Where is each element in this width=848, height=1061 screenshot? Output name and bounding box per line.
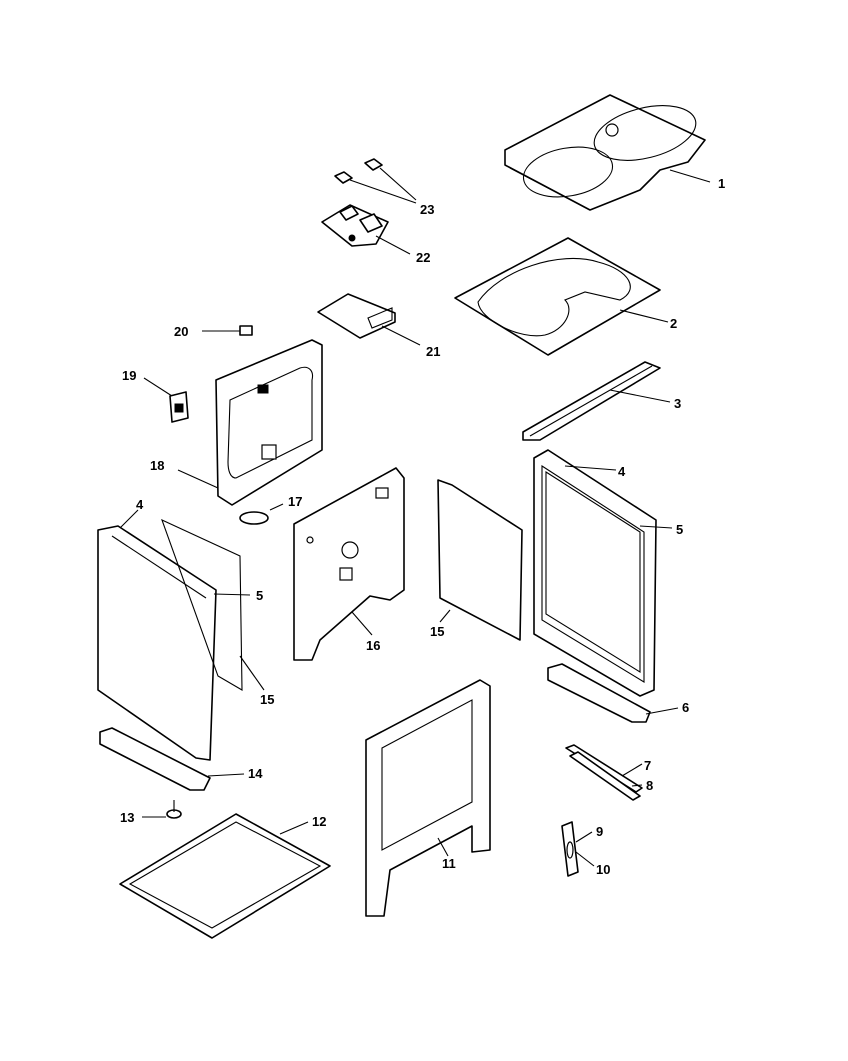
callout-12: 12 (312, 814, 326, 829)
callout-23: 23 (420, 202, 434, 217)
callout-7: 7 (644, 758, 651, 773)
callout-14: 14 (248, 766, 263, 781)
callout-5-left: 5 (256, 588, 263, 603)
part-21-support-bracket (317, 293, 421, 346)
part-15-side-liner-middle (437, 479, 523, 641)
callout-8: 8 (646, 778, 653, 793)
callout-1: 1 (718, 176, 725, 191)
part-23-clips (334, 158, 417, 204)
part-6-bottom-rail (547, 663, 679, 723)
callout-13: 13 (120, 810, 134, 825)
callout-4-left: 4 (136, 497, 144, 512)
callout-4-right: 4 (618, 464, 626, 479)
part-4-left-side-panel (97, 509, 217, 761)
part-20-screw (202, 325, 253, 336)
part-3-front-support-bar (522, 361, 671, 441)
part-5-right-insulation (545, 470, 673, 673)
part-2-burner-box (454, 237, 669, 356)
part-19-plate (143, 377, 189, 423)
callout-15-left: 15 (260, 692, 274, 707)
part-14-bottom-rail (99, 727, 245, 791)
callout-20: 20 (174, 324, 188, 339)
part-18-back-panel (177, 339, 323, 506)
part-15-left-liner (239, 655, 265, 691)
callout-6: 6 (682, 700, 689, 715)
callout-9: 9 (596, 824, 603, 839)
callout-3: 3 (674, 396, 681, 411)
callout-18: 18 (150, 458, 164, 473)
callout-11: 11 (442, 856, 456, 871)
callout-5-right: 5 (676, 522, 683, 537)
callout-10: 10 (596, 862, 610, 877)
part-9-10-latch (561, 821, 595, 877)
part-5-left-insulation (161, 518, 251, 691)
part-7-8-slide-rails (565, 744, 643, 801)
part-1-main-top (504, 94, 711, 211)
callout-21: 21 (426, 344, 440, 359)
part-4-right-side-panel (533, 449, 657, 697)
callout-17: 17 (288, 494, 302, 509)
callout-19: 19 (122, 368, 136, 383)
part-13-leveling-leg (142, 800, 182, 819)
part-22-bracket (321, 204, 411, 255)
callout-16: 16 (366, 638, 380, 653)
callout-22: 22 (416, 250, 430, 265)
part-12-storage-drawer (119, 813, 331, 939)
part-17-lens (239, 503, 284, 525)
part-16-rear-panel (293, 467, 405, 661)
part-11-front-frame (365, 679, 491, 917)
callout-15-middle: 15 (430, 624, 444, 639)
callout-2: 2 (670, 316, 677, 331)
